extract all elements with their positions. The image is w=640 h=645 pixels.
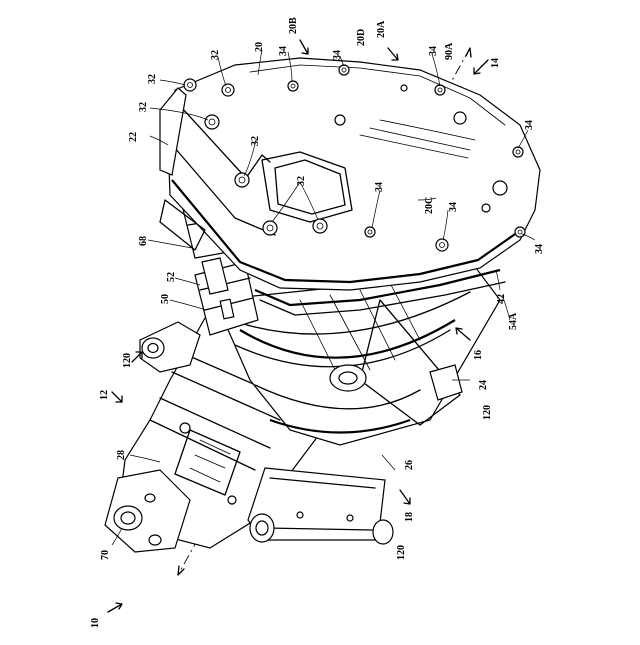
axis-arrow-top — [466, 48, 471, 57]
label-34f: 34 — [448, 202, 459, 212]
label-34c: 34 — [428, 46, 439, 56]
label-70: 70 — [100, 550, 111, 560]
label-22: 22 — [128, 132, 139, 142]
label-32e: 32 — [296, 176, 307, 186]
label-20b: 20B — [288, 17, 299, 34]
label-54a: 54A — [508, 312, 519, 330]
label-20: 20 — [254, 42, 265, 52]
label-20a: 20A — [376, 20, 387, 38]
label-32b: 32 — [138, 102, 149, 112]
label-120b: 120 — [482, 405, 493, 420]
label-120c: 120 — [396, 545, 407, 560]
label-24: 24 — [478, 380, 489, 390]
label-32c: 32 — [210, 50, 221, 60]
label-18: 18 — [404, 512, 415, 522]
label-34a: 34 — [278, 46, 289, 56]
label-120a: 120 — [122, 353, 133, 368]
axis-arrow-bottom — [178, 566, 184, 575]
label-52: 52 — [166, 272, 177, 282]
label-34b: 34 — [332, 50, 343, 60]
label-16: 16 — [473, 350, 484, 360]
label-32d: 32 — [250, 136, 261, 146]
label-90a: 90A — [444, 42, 455, 60]
label-50: 50 — [160, 294, 171, 304]
label-20c: 20C — [424, 197, 435, 214]
label-34e: 34 — [374, 182, 385, 192]
label-26: 26 — [404, 460, 415, 470]
mount-bracket-lower — [248, 468, 393, 544]
label-32a: 32 — [147, 74, 158, 84]
label-42: 42 — [496, 294, 507, 304]
label-28: 28 — [116, 450, 127, 460]
label-20d: 20D — [356, 29, 367, 46]
label-34g: 34 — [534, 244, 545, 254]
label-68: 68 — [138, 236, 149, 246]
label-14: 14 — [490, 58, 501, 68]
label-12: 12 — [99, 390, 110, 400]
label-34d: 34 — [524, 120, 535, 130]
label-10: 10 — [90, 618, 101, 628]
